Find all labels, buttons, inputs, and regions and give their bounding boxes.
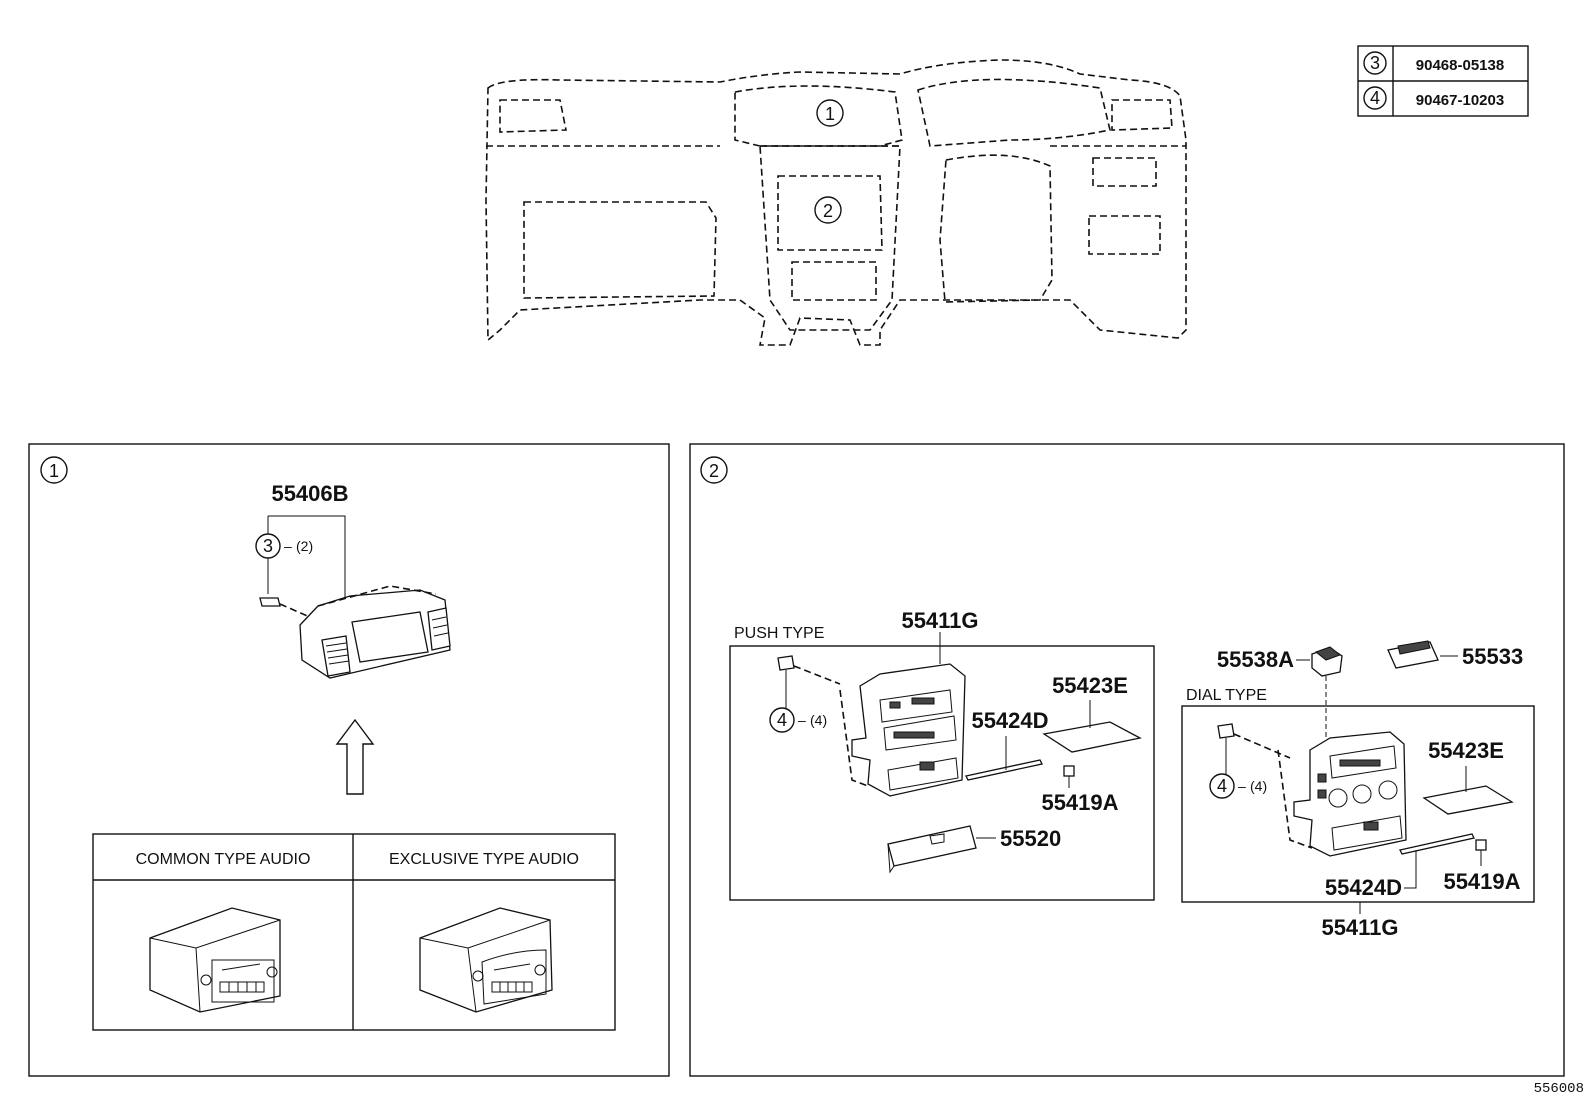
part-label-55424d[interactable]: 55424D <box>971 708 1048 733</box>
push-control-panel[interactable] <box>851 663 966 797</box>
svg-text:1: 1 <box>825 104 835 124</box>
clip-icon <box>1217 723 1235 739</box>
table-row-3: 3 90468-05138 <box>1363 51 1504 75</box>
clip-icon <box>259 597 281 607</box>
audio-col-exclusive: EXCLUSIVE TYPE AUDIO <box>389 851 579 868</box>
part-label-55520[interactable]: 55520 <box>1000 826 1061 851</box>
push-type-group: PUSH TYPE 55411G 4 – (4) <box>729 608 1155 901</box>
center-cluster-bezel[interactable] <box>299 585 451 679</box>
ref-number: 4 <box>1370 88 1380 108</box>
cover-55533[interactable] <box>1387 640 1439 669</box>
strip-55424d[interactable] <box>965 759 1043 781</box>
panel-2: 2 PUSH TYPE 55411G 4 – (4) <box>689 443 1565 1077</box>
svg-text:(2): (2) <box>296 538 313 554</box>
part-label-55423e-dial[interactable]: 55423E <box>1428 738 1504 763</box>
part-label-55411g-dial[interactable]: 55411G <box>1321 915 1398 940</box>
part-label-55406b[interactable]: 55406B <box>271 481 348 506</box>
part-number[interactable]: 90467-10203 <box>1416 92 1504 109</box>
push-type-label: PUSH TYPE <box>734 625 824 642</box>
svg-text:4: 4 <box>1217 776 1227 796</box>
svg-text:–: – <box>284 538 292 554</box>
pad-55423e[interactable] <box>1042 721 1142 753</box>
part-number[interactable]: 90468-05138 <box>1416 57 1504 74</box>
svg-text:2: 2 <box>823 201 833 221</box>
exclusive-audio-unit[interactable] <box>419 907 553 1013</box>
small-part-55419a-dial[interactable] <box>1475 839 1487 851</box>
part-label-55419a-dial[interactable]: 55419A <box>1443 869 1520 894</box>
clip-callout-4-dial[interactable]: 4 – (4) <box>1209 773 1267 799</box>
audio-type-table: COMMON TYPE AUDIO EXCLUSIVE TYPE AUDIO <box>92 833 616 1031</box>
audio-col-common: COMMON TYPE AUDIO <box>136 851 311 868</box>
dial-type-group: DIAL TYPE 55538A 55533 4 <box>1181 640 1535 940</box>
ref-number: 3 <box>1370 53 1380 73</box>
part-label-55533[interactable]: 55533 <box>1462 644 1523 669</box>
table-row-4: 4 90467-10203 <box>1363 86 1504 110</box>
clip-callout-3[interactable]: 3 – (2) <box>255 533 313 559</box>
panel-1-ref: 1 <box>40 456 68 484</box>
small-part-55419a[interactable] <box>1063 765 1075 777</box>
switch-55538a[interactable] <box>1311 646 1343 677</box>
dashboard-overview: 1 2 <box>485 59 1187 346</box>
svg-text:2: 2 <box>709 461 719 481</box>
dial-type-label: DIAL TYPE <box>1186 687 1267 704</box>
dial-control-panel[interactable] <box>1293 731 1407 857</box>
part-label-55538a[interactable]: 55538A <box>1217 647 1294 672</box>
part-label-55419a[interactable]: 55419A <box>1041 790 1118 815</box>
overview-callout-2[interactable]: 2 <box>814 196 842 224</box>
pad-55423e-dial[interactable] <box>1422 785 1514 815</box>
arrow-up-icon <box>335 718 375 795</box>
clip-callout-4-push[interactable]: 4 – (4) <box>769 707 827 733</box>
part-label-55411g[interactable]: 55411G <box>901 608 978 633</box>
parts-table: 3 90468-05138 4 90467-10203 <box>1357 45 1529 117</box>
overview-callout-1[interactable]: 1 <box>816 99 844 127</box>
box-55520[interactable] <box>887 825 977 874</box>
strip-55424d-dial[interactable] <box>1399 833 1475 855</box>
svg-text:(4): (4) <box>810 712 827 728</box>
clip-icon <box>777 655 795 671</box>
panel-1: 1 55406B 3 – (2) <box>28 443 670 1077</box>
svg-text:–: – <box>798 712 806 728</box>
panel-2-ref: 2 <box>700 456 728 484</box>
common-audio-unit[interactable] <box>149 907 281 1013</box>
part-label-55424d-dial[interactable]: 55424D <box>1325 875 1402 900</box>
svg-text:(4): (4) <box>1250 778 1267 794</box>
svg-text:3: 3 <box>263 536 273 556</box>
catalog-number: 556008 <box>1534 1081 1584 1097</box>
svg-text:4: 4 <box>777 710 787 730</box>
svg-text:–: – <box>1238 778 1246 794</box>
svg-text:1: 1 <box>49 461 59 481</box>
part-label-55423e[interactable]: 55423E <box>1052 673 1128 698</box>
